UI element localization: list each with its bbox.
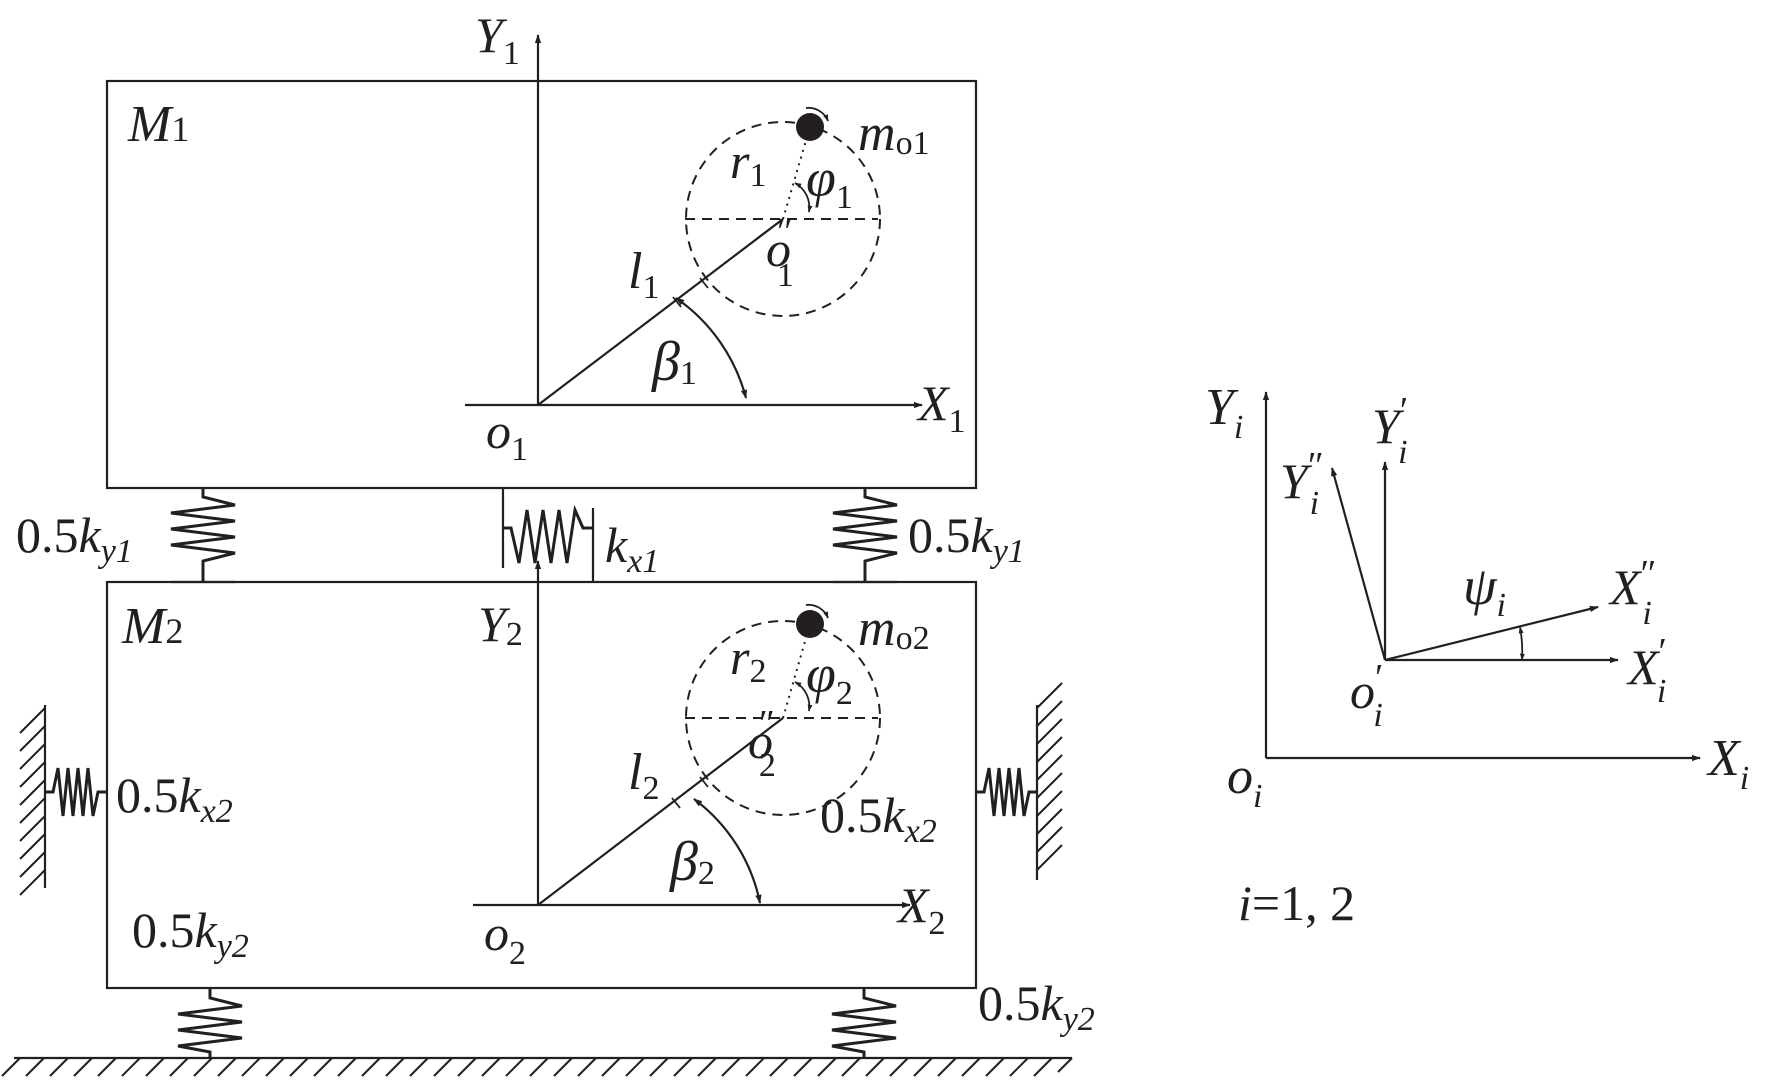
kx2-left-spring: [45, 767, 107, 817]
rotation-arrow-2: [805, 603, 829, 619]
ground-springs: 0.5ky2 0.5ky2: [1, 902, 1095, 1077]
xi-label: Xi: [1706, 730, 1749, 797]
l2-tick-a: [699, 776, 709, 788]
x1-axis-label: X1: [916, 375, 966, 440]
inter-mass-springs: 0.5ky1 0.5ky1 kx1: [16, 488, 1025, 584]
upper-mass-frame: [105, 79, 978, 490]
oi-prime-label: o′i: [1350, 657, 1383, 734]
r1-label: r1: [730, 133, 766, 194]
upper-mass-label: M1: [127, 96, 189, 153]
lower-mass-body: M2 Y2 X2 o2 mo2 r2 φ2 o″2 l2 β2: [105, 560, 978, 990]
ky2-left-label: 0.5ky2: [132, 902, 249, 965]
r2-label: r2: [730, 629, 766, 690]
ky1-left-label: 0.5ky1: [16, 507, 133, 570]
beta1-label: β1: [651, 331, 697, 393]
eccentric-mass-2: [796, 610, 824, 638]
y2-axis-label: Y2: [478, 596, 523, 653]
r1-radius: [782, 126, 811, 220]
xi-double-prime-axis: [1384, 605, 1599, 662]
o2-origin-label: o2: [484, 905, 526, 972]
l2-arm: [537, 717, 784, 906]
ky1-right-spring: [832, 488, 898, 582]
kx1-label: kx1: [605, 517, 659, 580]
coordinate-transform-diagram: Yi Xi oi Y′i Y″i X″i X′i o′i ψi i=1, 2: [1205, 379, 1749, 931]
l1-label: l1: [628, 243, 659, 306]
beta2-label: β2: [669, 831, 715, 893]
phi2-arc: [794, 681, 813, 712]
ky2-left-spring: [177, 988, 243, 1058]
l1-arm: [537, 218, 784, 406]
rotation-arrow-1: [805, 106, 829, 122]
side-springs: 0.5kx2 0.5kx2: [19, 682, 1063, 896]
eccentric-mass-1: [796, 113, 824, 141]
upper-mass-body: M1 Y1 X1 o1 mo1 r1 φ1 o″1 l1 β1: [105, 7, 978, 490]
o1-origin-label: o1: [486, 403, 528, 468]
y1-axis-label: Y1: [475, 7, 520, 72]
right-wall-hatch: [1036, 682, 1063, 871]
ky2-right-spring: [831, 988, 897, 1058]
yi-prime-label: Y′i: [1372, 390, 1408, 471]
x2-axis-label: X2: [896, 877, 946, 942]
psi-arc: [1518, 626, 1525, 661]
xi-double-prime-label: X″i: [1608, 553, 1656, 632]
kx1-spring: [503, 504, 593, 564]
index-range-label: i=1, 2: [1238, 875, 1355, 931]
phi2-label: φ2: [806, 644, 853, 712]
left-wall-hatch: [19, 707, 46, 896]
lower-mass-frame: [105, 580, 978, 990]
lower-mass-label: M2: [121, 598, 183, 655]
ky1-left-spring: [170, 488, 236, 582]
yi-label: Yi: [1205, 379, 1243, 446]
l2-tick-b: [671, 797, 681, 809]
exciter1-orbit: [685, 121, 881, 317]
yi-double-prime-axis: [1330, 467, 1387, 661]
kx2-right-label: 0.5kx2: [820, 787, 937, 850]
oi-label: oi: [1227, 748, 1262, 815]
beta2-arc: [693, 798, 762, 904]
beta1-arc: [675, 297, 748, 399]
l2-label: l2: [628, 744, 659, 807]
ky2-right-label: 0.5ky2: [978, 975, 1095, 1038]
l1-tick-a: [699, 277, 709, 289]
phi1-label: φ1: [806, 148, 853, 216]
o1pp-label: o″1: [766, 211, 794, 294]
exciter2-orbit: [685, 620, 881, 816]
ky1-right-label: 0.5ky1: [908, 507, 1025, 570]
mo1-label: mo1: [858, 105, 930, 162]
o2pp-label: o″2: [748, 703, 776, 784]
kx2-left-label: 0.5kx2: [116, 767, 233, 830]
yi-double-prime-label: Y″i: [1280, 445, 1324, 522]
kx2-right-spring: [976, 767, 1037, 817]
psi-label: ψi: [1463, 556, 1506, 624]
phi1-arc: [794, 182, 813, 213]
ground-hatch: [1, 1057, 1073, 1077]
mo2-label: mo2: [858, 600, 930, 657]
xi-prime-label: X′i: [1626, 631, 1667, 710]
